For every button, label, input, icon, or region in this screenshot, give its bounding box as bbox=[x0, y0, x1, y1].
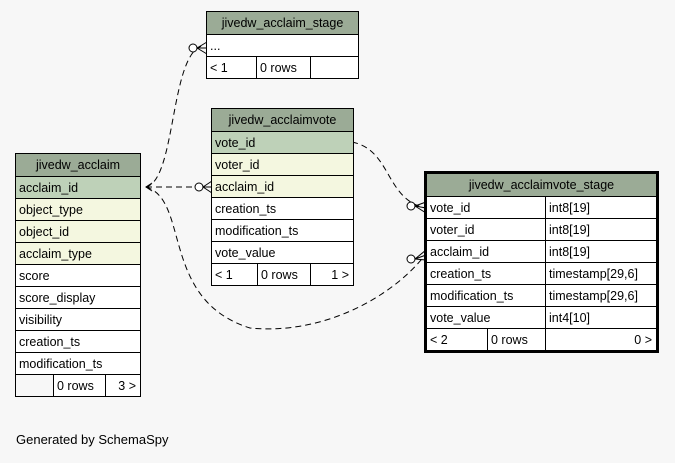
table-footer: < 1 0 rows 1 > bbox=[212, 263, 353, 285]
footer-children[interactable]: 3 > bbox=[105, 375, 140, 396]
table-jivedw-acclaim-stage[interactable]: jivedw_acclaim_stage ... < 1 0 rows bbox=[206, 11, 359, 79]
column-acclaim-id: acclaim_id bbox=[212, 175, 353, 197]
footer-children bbox=[310, 57, 358, 78]
table-title: jivedw_acclaim_stage bbox=[207, 12, 358, 34]
column-creation-ts: creation_ts timestamp[29,6] bbox=[427, 262, 656, 284]
footer-parents bbox=[16, 375, 53, 396]
column-acclaim-id: acclaim_id bbox=[16, 176, 140, 198]
column-ellipsis: ... bbox=[207, 34, 358, 56]
column-name: voter_id bbox=[430, 223, 475, 237]
column-name: acclaim_id bbox=[430, 245, 490, 259]
column-vote-id: vote_id bbox=[212, 131, 353, 153]
table-title: jivedw_acclaimvote bbox=[212, 109, 353, 131]
link-acclaim-to-acclaim-stage bbox=[145, 45, 203, 188]
table-footer: < 2 0 rows 0 > bbox=[427, 328, 656, 350]
column-object-id: object_id bbox=[16, 220, 140, 242]
footer-parents[interactable]: < 1 bbox=[210, 61, 228, 75]
column-type: int8[19] bbox=[545, 241, 656, 262]
table-title: jivedw_acclaimvote_stage bbox=[427, 174, 656, 196]
footer-parents[interactable]: < 2 bbox=[430, 333, 448, 347]
link-end-circle bbox=[194, 182, 204, 192]
column-vote-id: vote_id int8[19] bbox=[427, 196, 656, 218]
link-acclaimvote-to-acclaimvote-stage bbox=[351, 141, 427, 209]
link-acclaim-to-acclaimvote-stage bbox=[145, 186, 427, 330]
column-score: score bbox=[16, 264, 140, 286]
column-name: creation_ts bbox=[430, 267, 492, 281]
column-name: vote_value bbox=[430, 311, 491, 325]
column-vote-value: vote_value bbox=[212, 241, 353, 263]
column-acclaim-type: acclaim_type bbox=[16, 242, 140, 264]
column-score-display: score_display bbox=[16, 286, 140, 308]
column-creation-ts: creation_ts bbox=[16, 330, 140, 352]
column-voter-id: voter_id int8[19] bbox=[427, 218, 656, 240]
column-name: vote_id bbox=[430, 201, 471, 215]
column-type: int8[19] bbox=[545, 197, 656, 218]
column-type: timestamp[29,6] bbox=[545, 285, 656, 306]
column-creation-ts: creation_ts bbox=[212, 197, 353, 219]
footer-children: 0 > bbox=[545, 329, 656, 350]
table-jivedw-acclaimvote-stage[interactable]: jivedw_acclaimvote_stage vote_id int8[19… bbox=[424, 171, 659, 353]
column-modification-ts: modification_ts bbox=[212, 219, 353, 241]
crowfoot-mark bbox=[202, 180, 213, 194]
footer-rows: 0 rows bbox=[257, 264, 310, 285]
table-footer: 0 rows 3 > bbox=[16, 374, 140, 396]
table-title: jivedw_acclaim bbox=[16, 154, 140, 176]
column-voter-id: voter_id bbox=[212, 153, 353, 175]
footer-rows: 0 rows bbox=[256, 57, 310, 78]
column-type: int8[19] bbox=[545, 219, 656, 240]
column-visibility: visibility bbox=[16, 308, 140, 330]
crowfoot-mark bbox=[196, 41, 208, 55]
table-footer: < 1 0 rows bbox=[207, 56, 358, 78]
column-object-type: object_type bbox=[16, 198, 140, 220]
link-end-circle bbox=[406, 254, 416, 264]
generated-by-credit: Generated by SchemaSpy bbox=[16, 432, 169, 447]
column-modification-ts: modification_ts timestamp[29,6] bbox=[427, 284, 656, 306]
link-end-circle bbox=[406, 201, 416, 211]
column-acclaim-id: acclaim_id int8[19] bbox=[427, 240, 656, 262]
footer-rows: 0 rows bbox=[487, 329, 545, 350]
column-name: modification_ts bbox=[430, 289, 514, 303]
link-end-circle bbox=[188, 43, 198, 53]
footer-children[interactable]: 1 > bbox=[310, 264, 353, 285]
column-modification-ts: modification_ts bbox=[16, 352, 140, 374]
footer-parents[interactable]: < 1 bbox=[215, 268, 233, 282]
table-jivedw-acclaim[interactable]: jivedw_acclaim acclaim_id object_type ob… bbox=[15, 153, 141, 397]
table-jivedw-acclaimvote[interactable]: jivedw_acclaimvote vote_id voter_id accl… bbox=[211, 108, 354, 286]
column-type: timestamp[29,6] bbox=[545, 263, 656, 284]
arrow-mark bbox=[145, 182, 153, 192]
footer-rows: 0 rows bbox=[53, 375, 105, 396]
column-type: int4[10] bbox=[545, 307, 656, 328]
column-vote-value: vote_value int4[10] bbox=[427, 306, 656, 328]
